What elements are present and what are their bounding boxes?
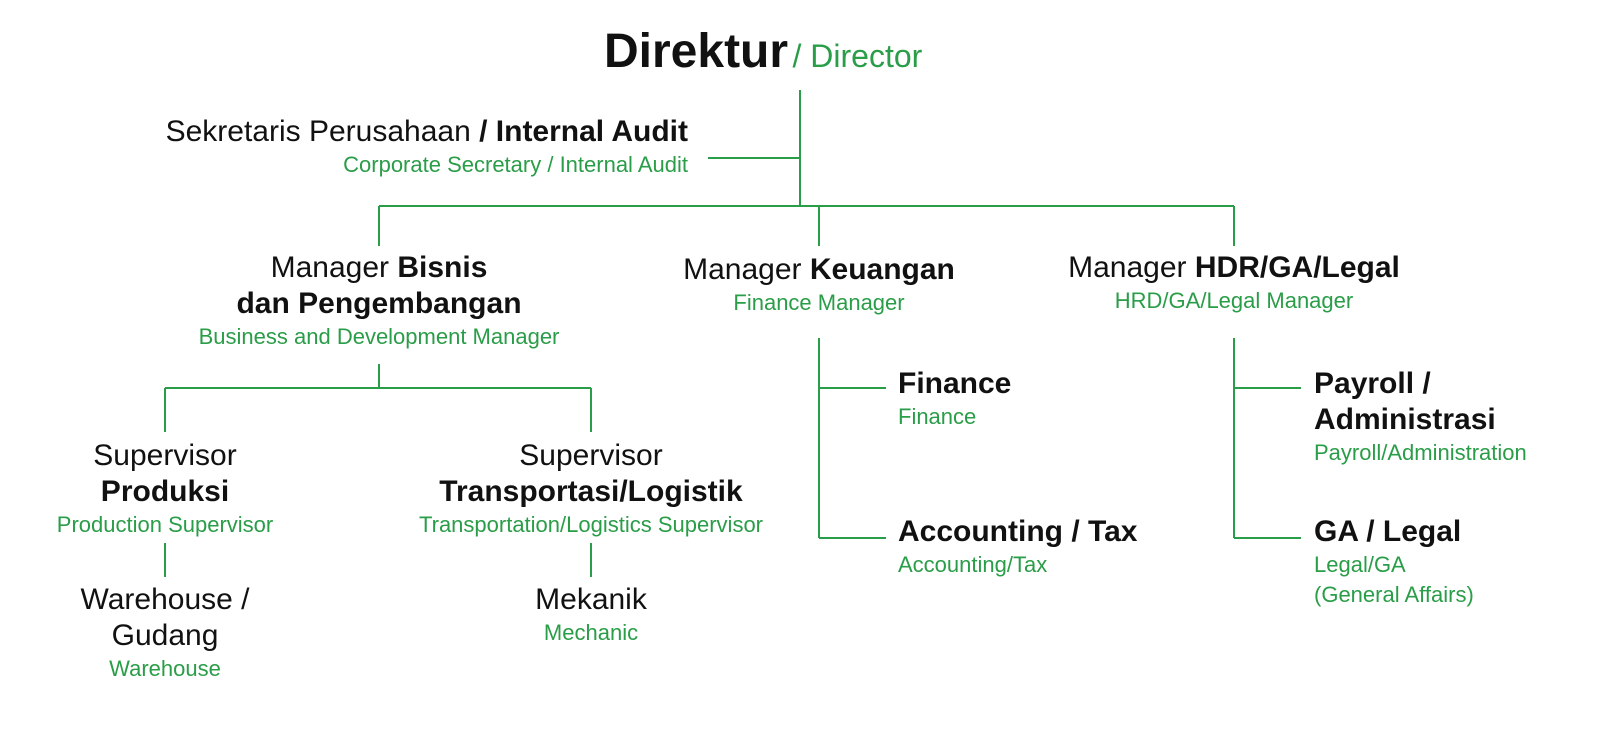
- node-accounting: Accounting / Tax Accounting/Tax: [898, 514, 1137, 580]
- transport-supervisor-title-bold: Transportasi/Logistik: [439, 475, 743, 508]
- production-supervisor-subtitle: Production Supervisor: [56, 512, 274, 537]
- business-manager-subtitle: Business and Development Manager: [198, 324, 560, 349]
- node-ga-legal: GA / Legal Legal/GA (General Affairs): [1314, 514, 1474, 610]
- secretary-title: Sekretaris Perusahaan / Internal Audit: [165, 115, 688, 148]
- director-title: Direktur: [604, 25, 789, 78]
- node-transport-supervisor: Supervisor Transportasi/Logistik Transpo…: [419, 438, 763, 540]
- hr-manager-subtitle: HRD/GA/Legal Manager: [1114, 288, 1354, 313]
- node-secretary: Sekretaris Perusahaan / Internal Audit C…: [166, 114, 688, 180]
- finance-title: Finance: [898, 367, 1012, 400]
- payroll-title-line1: Payroll /: [1314, 367, 1431, 400]
- business-manager-title: Manager Bisnis: [270, 251, 488, 284]
- director-subtitle: / Director: [792, 38, 923, 74]
- node-director: Direktur / Director: [604, 24, 922, 79]
- ga-legal-subtitle-line2: (General Affairs): [1314, 582, 1474, 607]
- finance-subtitle: Finance: [898, 404, 977, 429]
- ga-legal-subtitle-line1: Legal/GA: [1314, 552, 1406, 577]
- payroll-title-line2: Administrasi: [1314, 403, 1496, 436]
- mechanic-title: Mekanik: [535, 583, 647, 616]
- accounting-subtitle: Accounting/Tax: [898, 552, 1048, 577]
- node-mechanic: Mekanik Mechanic: [535, 582, 647, 648]
- node-business-manager: Manager Bisnis dan Pengembangan Business…: [199, 250, 560, 352]
- accounting-title: Accounting / Tax: [898, 515, 1138, 548]
- node-finance-manager: Manager Keuangan Finance Manager: [683, 252, 955, 318]
- production-supervisor-title: Supervisor: [93, 439, 237, 472]
- business-manager-title-line2: dan Pengembangan: [236, 287, 522, 320]
- secretary-subtitle: Corporate Secretary / Internal Audit: [343, 152, 688, 177]
- warehouse-title-line2: Gudang: [111, 619, 219, 652]
- mechanic-subtitle: Mechanic: [543, 620, 639, 645]
- node-warehouse: Warehouse / Gudang Warehouse: [81, 582, 250, 684]
- node-hr-manager: Manager HDR/GA/Legal HRD/GA/Legal Manage…: [1068, 250, 1400, 316]
- warehouse-subtitle: Warehouse: [109, 656, 221, 681]
- finance-manager-title: Manager Keuangan: [683, 253, 955, 286]
- warehouse-title-line1: Warehouse /: [80, 583, 250, 616]
- node-finance: Finance Finance: [898, 366, 1011, 432]
- node-production-supervisor: Supervisor Produksi Production Superviso…: [57, 438, 273, 540]
- node-payroll: Payroll / Administrasi Payroll/Administr…: [1314, 366, 1527, 468]
- production-supervisor-title-bold: Produksi: [100, 475, 230, 508]
- transport-supervisor-title: Supervisor: [519, 439, 663, 472]
- ga-legal-title: GA / Legal: [1314, 515, 1462, 548]
- payroll-subtitle: Payroll/Administration: [1314, 440, 1527, 465]
- finance-manager-subtitle: Finance Manager: [733, 290, 905, 315]
- transport-supervisor-subtitle: Transportation/Logistics Supervisor: [418, 512, 764, 537]
- hr-manager-title: Manager HDR/GA/Legal: [1068, 251, 1400, 284]
